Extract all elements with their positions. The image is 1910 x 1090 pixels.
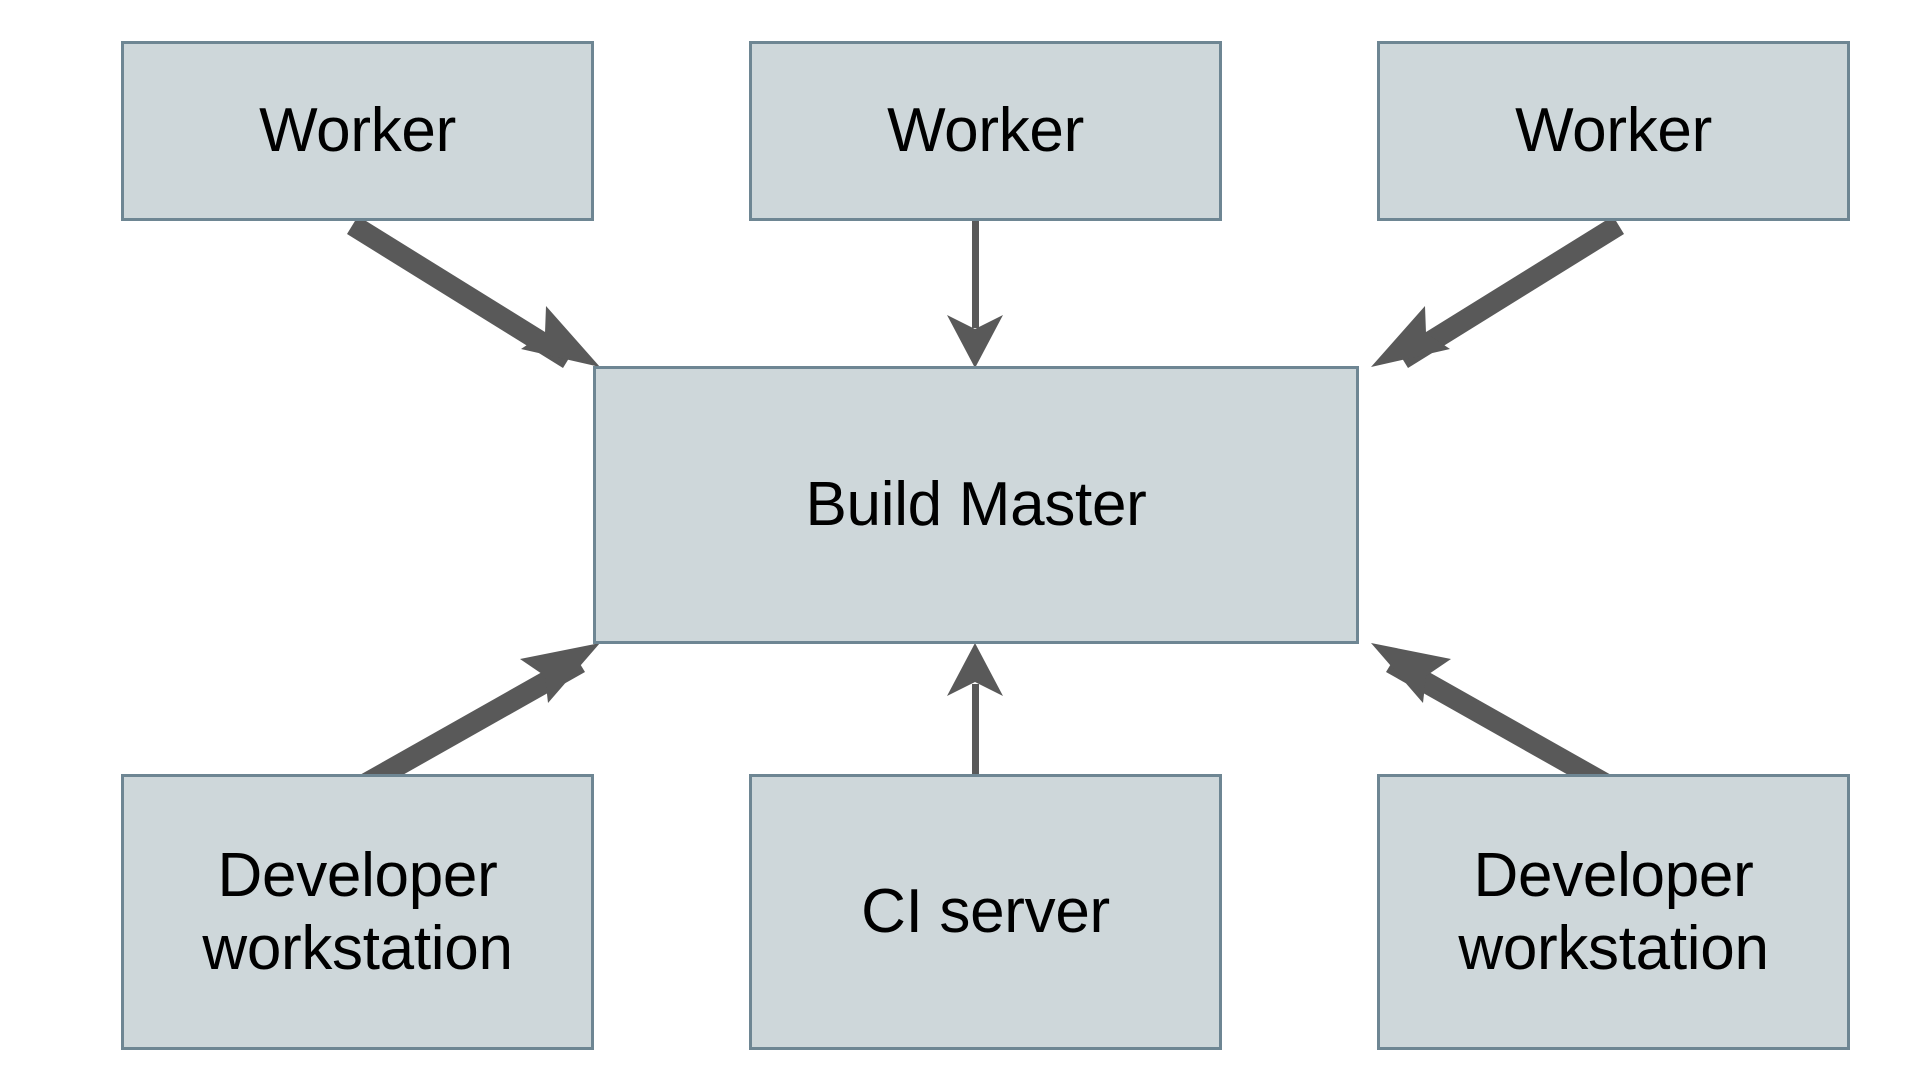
node-worker-right-label: Worker bbox=[1515, 96, 1712, 166]
edge-dev-left-to-master bbox=[358, 643, 600, 794]
node-developer-workstation-right-label: Developer workstation bbox=[1458, 840, 1769, 983]
edge-worker-right-to-master bbox=[1371, 216, 1624, 368]
node-developer-workstation-right[interactable]: Developer workstation bbox=[1377, 774, 1850, 1050]
edge-worker-center-to-master bbox=[947, 218, 1003, 368]
node-ci-server[interactable]: CI server bbox=[749, 774, 1222, 1050]
node-worker-left[interactable]: Worker bbox=[121, 41, 594, 221]
node-build-master-label: Build Master bbox=[805, 470, 1147, 540]
node-ci-server-label: CI server bbox=[861, 877, 1110, 947]
node-worker-center[interactable]: Worker bbox=[749, 41, 1222, 221]
node-build-master[interactable]: Build Master bbox=[593, 366, 1359, 644]
edge-worker-left-to-master bbox=[347, 216, 600, 368]
node-worker-right[interactable]: Worker bbox=[1377, 41, 1850, 221]
edge-dev-right-to-master bbox=[1371, 643, 1613, 794]
node-worker-center-label: Worker bbox=[887, 96, 1084, 166]
node-developer-workstation-left[interactable]: Developer workstation bbox=[121, 774, 594, 1050]
node-worker-left-label: Worker bbox=[259, 96, 456, 166]
edge-ci-server-to-master bbox=[947, 643, 1003, 776]
node-developer-workstation-left-label: Developer workstation bbox=[202, 840, 513, 983]
